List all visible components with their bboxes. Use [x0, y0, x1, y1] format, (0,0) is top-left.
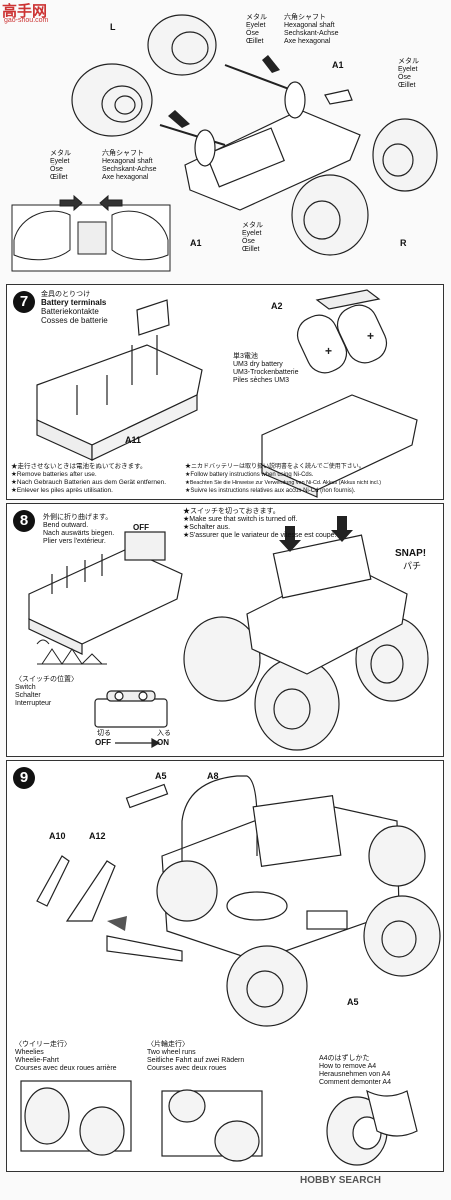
- snap-jp-label: パチ: [403, 561, 422, 571]
- svg-text:+: +: [325, 344, 332, 358]
- step6-illustration: [11, 14, 438, 272]
- battery-box-left: [36, 299, 203, 461]
- battery-box-bend-drawing: [28, 531, 183, 655]
- step8-illustration: [28, 516, 429, 751]
- off-jp-label: 切る: [97, 730, 111, 737]
- watermark-logo: 高手网: [2, 2, 48, 20]
- chassis-drawing: [184, 81, 361, 211]
- step6-section: L R A1 A1 メタル Eyelet Öse Œillet 六角シャフト H…: [0, 0, 451, 280]
- step9-wheels-drawing: [156, 825, 441, 1027]
- step8-number: 8: [13, 510, 35, 532]
- part-a1-top-label: A1: [332, 60, 344, 70]
- wheelie-inset-drawing: [20, 1080, 132, 1156]
- wheel-right-label: R: [400, 238, 407, 248]
- part-a2-label: A2: [271, 301, 283, 311]
- battery-polarity: ++: [325, 329, 374, 358]
- svg-text:+: +: [367, 329, 374, 343]
- step7-illustration: ++: [36, 289, 418, 498]
- on-jp-label: 入る: [157, 730, 171, 737]
- left-wheels-drawing: [71, 14, 217, 137]
- watermark-site: gao-shou.com: [4, 17, 49, 24]
- off-label: OFF: [133, 523, 149, 532]
- part-a11-label: A11: [125, 435, 142, 445]
- battery-box-right: [261, 394, 418, 498]
- step7-panel: 7 ++: [6, 284, 444, 500]
- part-a10-label: A10: [49, 831, 66, 841]
- part-a5-top-label: A5: [155, 771, 167, 781]
- press-arrows: [279, 516, 353, 552]
- step9-panel: 9: [6, 760, 444, 1172]
- off-word: OFF: [95, 738, 111, 747]
- wheelie-bar-parts-drawing: [36, 855, 183, 962]
- part-a12-label: A12: [89, 831, 106, 841]
- snap-label: SNAP!: [395, 548, 427, 559]
- switch-inset-drawing: [94, 690, 168, 728]
- part-a8-label: A8: [207, 771, 219, 781]
- hands-inset-drawing: [11, 194, 171, 272]
- truck-assembly-drawing: [183, 534, 429, 751]
- remove-a4-inset-drawing: [326, 1089, 418, 1166]
- step8-panel: 8: [6, 503, 444, 757]
- right-wheels-drawing: [291, 118, 438, 256]
- insert-arrows: [168, 55, 280, 128]
- step7-number: 7: [13, 291, 35, 313]
- switch-arrow: [115, 737, 161, 749]
- part-a5-bottom-label: A5: [347, 997, 359, 1007]
- terminal-detail-drawing: [36, 639, 107, 665]
- batteries-drawing: [296, 289, 388, 374]
- part-a1-bottom-label: A1: [190, 238, 202, 248]
- on-word: ON: [157, 738, 169, 747]
- footer-brand: HOBBY SEARCH: [300, 1175, 381, 1186]
- step9-number: 9: [13, 767, 35, 789]
- step9-illustration: [20, 775, 441, 1166]
- two-wheel-inset-drawing: [161, 1089, 263, 1162]
- direction-arrow: [107, 916, 127, 931]
- truck-body-drawing: [125, 775, 400, 962]
- wheel-left-label: L: [110, 22, 116, 32]
